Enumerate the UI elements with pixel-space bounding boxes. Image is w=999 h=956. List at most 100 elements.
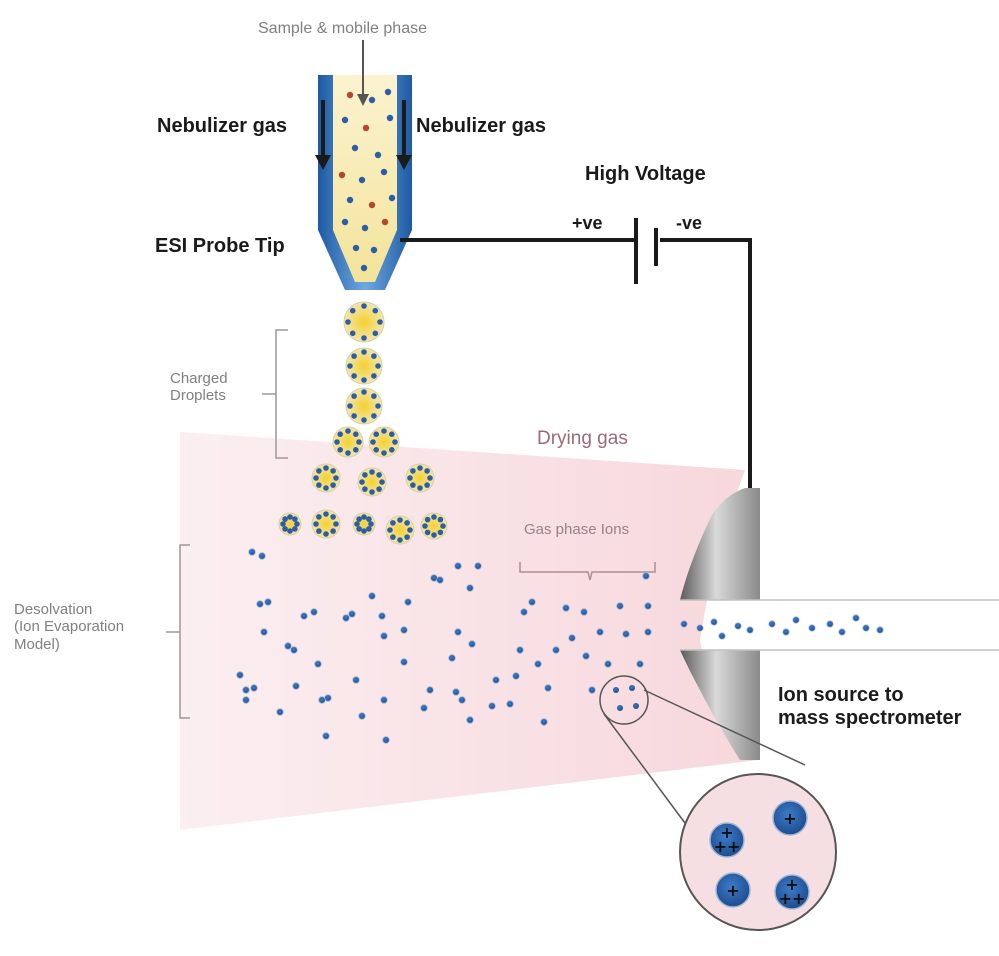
gas-phase-ion xyxy=(400,658,408,666)
ms-stream-ion xyxy=(768,620,776,628)
gas-phase-ion xyxy=(466,584,474,592)
ms-inlet xyxy=(680,488,999,760)
gas-phase-ion xyxy=(310,608,318,616)
gas-phase-ion xyxy=(382,736,390,744)
gas-phase-ion xyxy=(426,686,434,694)
charged-droplets-bracket xyxy=(262,329,288,459)
gas-phase-ion xyxy=(322,732,330,740)
ms-stream-ion xyxy=(746,626,754,634)
gas-phase-ion xyxy=(378,612,386,620)
positive-terminal-label: +ve xyxy=(572,213,603,233)
probe-particle xyxy=(341,116,349,124)
charged-droplets-label: Charged Droplets xyxy=(170,370,228,405)
gas-phase-ion xyxy=(264,598,272,606)
gas-phase-ion xyxy=(300,612,308,620)
probe-particle xyxy=(370,246,378,254)
ion-charge-mark: ++ xyxy=(779,889,806,908)
ion-source-line1: Ion source to xyxy=(778,684,904,706)
ms-stream-ion xyxy=(696,624,704,632)
gas-phase-ion xyxy=(458,696,466,704)
gas-phase-ion xyxy=(488,702,496,710)
ms-stream-ion xyxy=(710,618,718,626)
nebulizer-gas-right-label: Nebulizer gas xyxy=(416,115,547,137)
charged-droplets-line1: Charged xyxy=(170,370,228,387)
gas-phase-ion xyxy=(404,598,412,606)
probe-particle xyxy=(384,88,392,96)
charged-droplet xyxy=(345,347,383,385)
zoomed-ions-group: ++++++++ xyxy=(709,800,810,910)
charged-droplet xyxy=(368,426,400,458)
ms-stream-ion xyxy=(826,620,834,628)
ms-stream-ion xyxy=(680,620,688,628)
charged-droplets-group xyxy=(278,301,448,545)
ion-charge-mark: + xyxy=(785,875,798,894)
ms-stream-ion xyxy=(782,628,790,636)
zoom-source-ion xyxy=(613,687,619,693)
probe-particle xyxy=(362,124,370,132)
gas-phase-ion xyxy=(568,634,576,642)
zoomed-ion: +++ xyxy=(709,822,745,858)
charged-droplet xyxy=(385,515,415,545)
gas-phase-ion xyxy=(352,676,360,684)
gas-phase-ion xyxy=(492,676,500,684)
gas-phase-ion xyxy=(604,660,612,668)
gas-phase-ion xyxy=(588,686,596,694)
zoom-source-ion xyxy=(617,705,623,711)
gas-phase-ion xyxy=(596,628,604,636)
charged-droplet xyxy=(352,512,376,536)
gas-phase-ion xyxy=(358,712,366,720)
gas-phase-ion xyxy=(324,694,332,702)
desolvation-label: Desolvation (Ion Evaporation Model) xyxy=(14,601,124,653)
charged-droplet xyxy=(311,509,341,539)
gas-phase-ion xyxy=(284,642,292,650)
gas-phase-ion xyxy=(380,632,388,640)
gas-phase-ion xyxy=(276,708,284,716)
gas-phase-ion xyxy=(260,628,268,636)
gas-phase-ion xyxy=(616,602,624,610)
gas-phase-ion xyxy=(516,646,524,654)
nebulizer-gas-left-label: Nebulizer gas xyxy=(157,115,288,137)
ion-charge-mark: + xyxy=(726,881,739,900)
ms-stream-ion xyxy=(808,624,816,632)
nebulizer-arrow-left xyxy=(315,100,331,170)
probe-particle xyxy=(351,144,359,152)
gas-phase-ion xyxy=(342,614,350,622)
gas-phase-ions-group xyxy=(236,548,884,744)
charged-droplet xyxy=(357,467,387,497)
gas-phase-ion xyxy=(466,716,474,724)
esi-probe xyxy=(318,75,412,290)
gas-phase-ion xyxy=(562,604,570,612)
charged-droplet xyxy=(311,463,341,493)
nebulizer-arrow-right xyxy=(396,100,412,170)
gas-phase-ion xyxy=(474,562,482,570)
probe-particle xyxy=(338,171,346,179)
gas-phase-ion xyxy=(380,696,388,704)
ion-source-line2: mass spectrometer xyxy=(778,707,962,729)
ms-stream-ion xyxy=(862,624,870,632)
probe-particle xyxy=(368,201,376,209)
charged-droplet xyxy=(420,512,448,540)
desolvation-line3: Model) xyxy=(14,635,60,653)
gas-phase-ion xyxy=(534,660,542,668)
gas-phase-ion xyxy=(348,610,356,618)
probe-particle xyxy=(361,224,369,232)
gas-phase-ion xyxy=(292,682,300,690)
probe-particle xyxy=(341,218,349,226)
gas-phase-ion xyxy=(622,630,630,638)
gas-phase-ion xyxy=(642,572,650,580)
gas-phase-ion xyxy=(454,628,462,636)
probe-particle xyxy=(346,91,354,99)
gas-phase-ion xyxy=(468,640,476,648)
desolvation-line1: Desolvation xyxy=(14,601,93,618)
gas-phase-ion xyxy=(242,696,250,704)
gas-phase-ion xyxy=(552,646,560,654)
drying-gas-label: Drying gas xyxy=(537,428,628,449)
gas-phase-ion xyxy=(314,660,322,668)
gas-phase-ion xyxy=(582,652,590,660)
ion-source-label: Ion source to mass spectrometer xyxy=(778,684,961,730)
negative-terminal-label: -ve xyxy=(676,213,703,233)
probe-particle xyxy=(381,218,389,226)
gas-phase-ion xyxy=(448,654,456,662)
gas-phase-ion xyxy=(318,696,326,704)
